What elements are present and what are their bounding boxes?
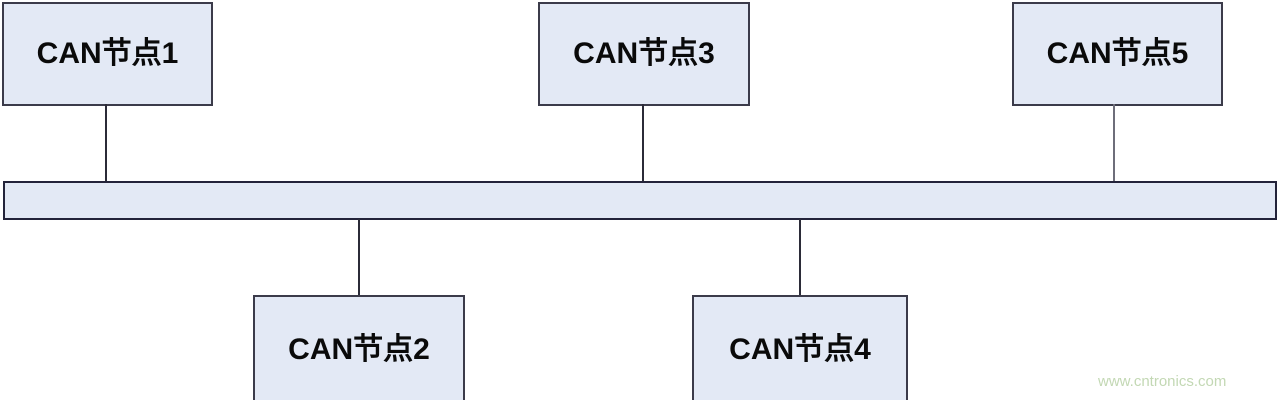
node-label-can3: CAN节点3 bbox=[573, 37, 715, 70]
can-bus-line[interactable] bbox=[3, 181, 1277, 220]
node-box-can2[interactable]: CAN节点2 bbox=[253, 295, 465, 400]
connector-bus-to-can4 bbox=[799, 219, 801, 296]
node-label-can1: CAN节点1 bbox=[36, 37, 179, 70]
node-box-can3[interactable]: CAN节点3 bbox=[538, 2, 750, 106]
node-box-can1[interactable]: CAN节点1 bbox=[2, 2, 213, 106]
connector-can1-to-bus bbox=[105, 104, 107, 183]
node-box-can5[interactable]: CAN节点5 bbox=[1012, 2, 1223, 106]
node-label-can4: CAN节点4 bbox=[729, 333, 871, 366]
node-label-can2: CAN节点2 bbox=[288, 333, 430, 366]
connector-bus-to-can2 bbox=[358, 219, 360, 296]
node-box-can4[interactable]: CAN节点4 bbox=[692, 295, 908, 400]
connector-can5-to-bus bbox=[1113, 104, 1115, 183]
node-label-can5: CAN节点5 bbox=[1046, 37, 1189, 70]
site-watermark: www.cntronics.com bbox=[1098, 373, 1227, 390]
connector-can3-to-bus bbox=[642, 104, 644, 183]
